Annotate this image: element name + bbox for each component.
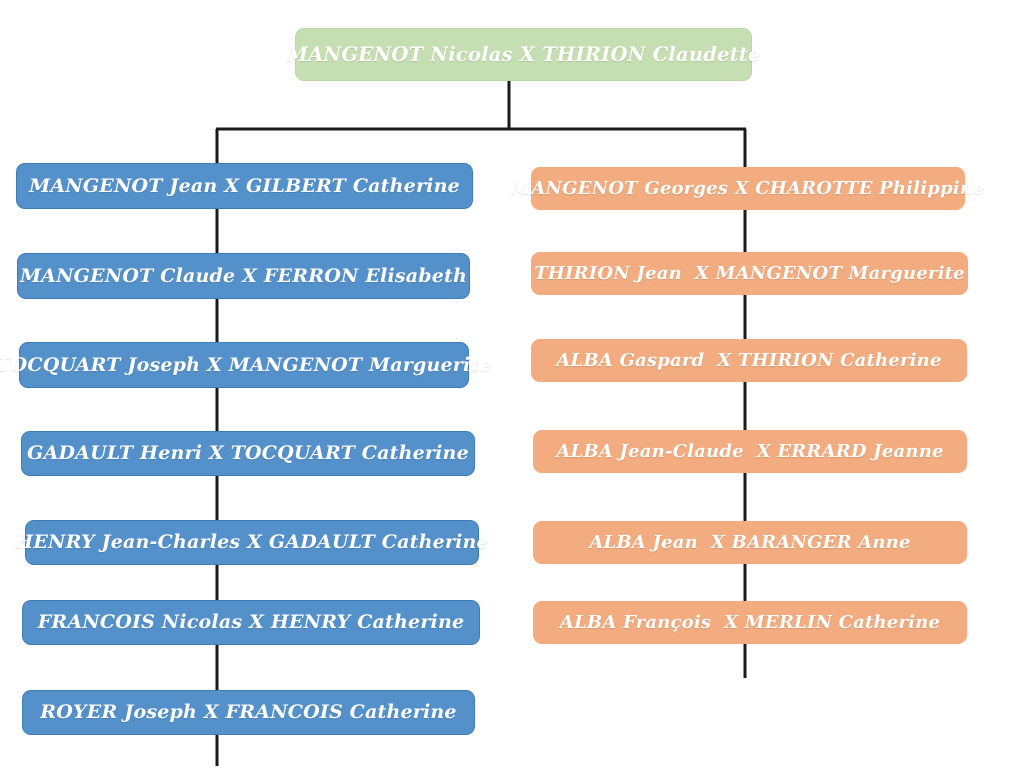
node-left-branch-4[interactable]: HENRY Jean-Charles X GADAULT Catherine <box>15 520 489 565</box>
node-right-branch-4[interactable]: ALBA Jean X BARANGER Anne <box>533 521 967 564</box>
node-root[interactable]: MANGENOT Nicolas X THIRION Claudette <box>286 28 761 81</box>
node-right-branch-2[interactable]: ALBA Gaspard X THIRION Catherine <box>531 339 967 382</box>
node-right-branch-1[interactable]: THIRION Jean X MANGENOT Marguerite <box>531 252 968 295</box>
node-right-branch-3[interactable]: ALBA Jean-Claude X ERRARD Jeanne <box>533 430 967 473</box>
node-right-branch-0[interactable]: MANGENOT Georges X CHAROTTE Philippine <box>511 167 985 210</box>
node-left-branch-5[interactable]: FRANCOIS Nicolas X HENRY Catherine <box>22 600 480 645</box>
node-right-branch-5[interactable]: ALBA François X MERLIN Catherine <box>533 601 967 644</box>
node-left-branch-0[interactable]: MANGENOT Jean X GILBERT Catherine <box>16 163 473 209</box>
node-left-branch-1[interactable]: MANGENOT Claude X FERRON Elisabeth <box>17 253 470 299</box>
node-left-branch-3[interactable]: GADAULT Henri X TOCQUART Catherine <box>21 431 475 476</box>
node-left-branch-2[interactable]: TOCQUART Joseph X MANGENOT Marguerite <box>0 342 491 388</box>
node-left-branch-6[interactable]: ROYER Joseph X FRANCOIS Catherine <box>22 690 475 735</box>
